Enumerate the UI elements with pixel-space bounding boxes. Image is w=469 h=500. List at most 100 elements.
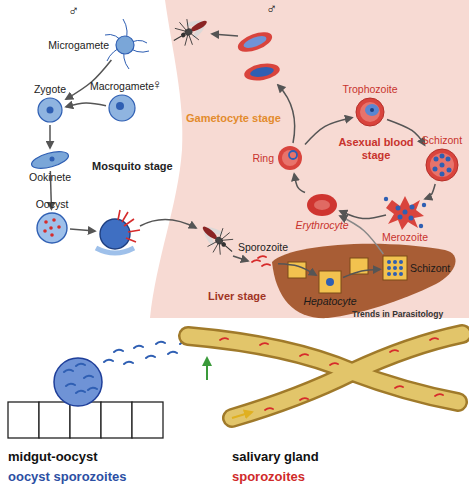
sporozoite-shape <box>88 388 97 390</box>
sporozoite-dot <box>44 220 48 224</box>
merozoite-dot <box>393 260 397 264</box>
sporozoite-shape <box>300 354 308 356</box>
cell-center <box>430 153 454 177</box>
sporozoite-shape <box>114 350 123 352</box>
liver-organ <box>272 244 456 318</box>
sporozoite-shape <box>252 260 260 262</box>
merozoite-dot <box>422 203 426 207</box>
epithelial-cell <box>132 402 163 438</box>
cycle-arrow <box>294 174 305 192</box>
cell-center <box>360 102 380 122</box>
macrogamete-cell: Macrogamete <box>108 94 136 122</box>
sporozoite-shape <box>146 356 155 358</box>
ring-cell <box>278 146 302 170</box>
liver-schizont: Schizont <box>383 256 407 280</box>
cell-nucleus <box>50 157 55 162</box>
ookinete-cell: Ookinete <box>30 151 70 169</box>
merozoite-dot <box>387 260 391 264</box>
stage-label: Schizont <box>410 262 450 274</box>
sporozoite-shape <box>262 264 270 266</box>
oocyst-texture <box>64 364 97 393</box>
cell-center <box>314 200 330 210</box>
schizont-merozoites <box>433 154 452 177</box>
oocyst-sporozoites <box>43 218 61 237</box>
gametocyte-parasite <box>242 34 268 51</box>
sporozoite-shape <box>330 363 338 365</box>
source-credit: Trends in Parasitology <box>352 310 443 320</box>
exit-arrow <box>232 412 252 418</box>
gametocyte-parasite <box>249 65 274 78</box>
cycle-arrow <box>343 269 380 277</box>
merozoite-dot <box>399 260 403 264</box>
flow-arrow <box>140 219 196 228</box>
ring-parasite <box>289 151 297 159</box>
oocyst-cell <box>37 213 67 243</box>
panel-label: salivary gland <box>232 450 319 465</box>
sporozoite-shape <box>430 338 438 340</box>
gland-sporozoites <box>220 338 443 410</box>
entry-arrow <box>206 358 208 380</box>
microgamete-cell <box>116 36 134 54</box>
cell-center <box>282 150 298 166</box>
merozoite-dot <box>440 163 445 168</box>
midgut-oocyst <box>54 358 102 406</box>
schizont-cell: Schizont <box>425 148 459 182</box>
microgamete-cell: Microgamete <box>112 32 138 58</box>
stage-label: Ookinete <box>29 171 71 183</box>
stage-title: Liver stage <box>208 290 266 303</box>
sporozoite-dot <box>43 229 47 233</box>
flow-arrow <box>70 229 95 231</box>
merozoite-dot <box>399 266 403 270</box>
stage-label: Schizont <box>422 134 462 146</box>
cell-nucleus <box>116 102 124 110</box>
panel-label: sporozoites <box>232 470 305 485</box>
sporozoite-shape <box>76 391 85 393</box>
merozoite-dot <box>398 215 403 220</box>
flow-arrow <box>212 34 238 36</box>
zygote-cell <box>38 98 62 122</box>
sporozoite-shape <box>84 376 93 378</box>
sporozoite-shape <box>156 342 165 344</box>
sporozoite-shape <box>435 394 443 396</box>
stage-title: Asexual blood stage <box>336 136 416 161</box>
sporozoite-shape <box>390 350 398 352</box>
oocyst-cell: Oocyst <box>36 212 68 244</box>
trophozoite-cell <box>356 98 384 126</box>
epithelial-cell <box>70 402 101 438</box>
hepatocyte-cell <box>350 258 368 274</box>
sporozoite-dot <box>52 218 56 222</box>
sex-symbol: ♂ <box>68 2 79 19</box>
cycle-arrow <box>49 125 51 148</box>
mosquito-symbol <box>195 217 241 261</box>
liver-schizont-cell <box>383 256 407 280</box>
gametocyte-cell <box>235 28 274 55</box>
sporozoite-shape <box>395 386 403 388</box>
male-gametocyte <box>235 28 274 55</box>
merozoite-dot <box>410 205 415 210</box>
sporozoite-shape <box>124 362 133 364</box>
sporozoite-shape <box>265 408 273 410</box>
zygote-cell: Zygote <box>37 97 63 123</box>
stage-label: Merozoite <box>382 231 428 243</box>
cycle-arrow <box>425 184 435 199</box>
stage-label: Sporozoite <box>238 241 288 253</box>
epithelial-cell <box>101 402 132 438</box>
merozoite-dot <box>384 197 388 201</box>
sex-symbol: ♀ <box>152 76 163 92</box>
sporozoite-cell: Sporozoite <box>250 255 276 269</box>
stage-label: Trophozoite <box>342 83 397 95</box>
merozoite-dot <box>409 216 414 221</box>
stage-title: Mosquito stage <box>92 160 173 173</box>
ookinete-cell <box>30 148 70 171</box>
merozoite-dot <box>447 168 452 173</box>
macrogamete-cell <box>109 95 135 121</box>
hepatocyte-cell: Hepatocyte <box>319 271 341 293</box>
salivary-gland-outline <box>188 334 462 418</box>
merozoite-dot <box>393 266 397 270</box>
cycle-arrow <box>66 60 111 99</box>
flow-arrow <box>233 256 248 261</box>
gametocyte-cell <box>243 61 281 83</box>
